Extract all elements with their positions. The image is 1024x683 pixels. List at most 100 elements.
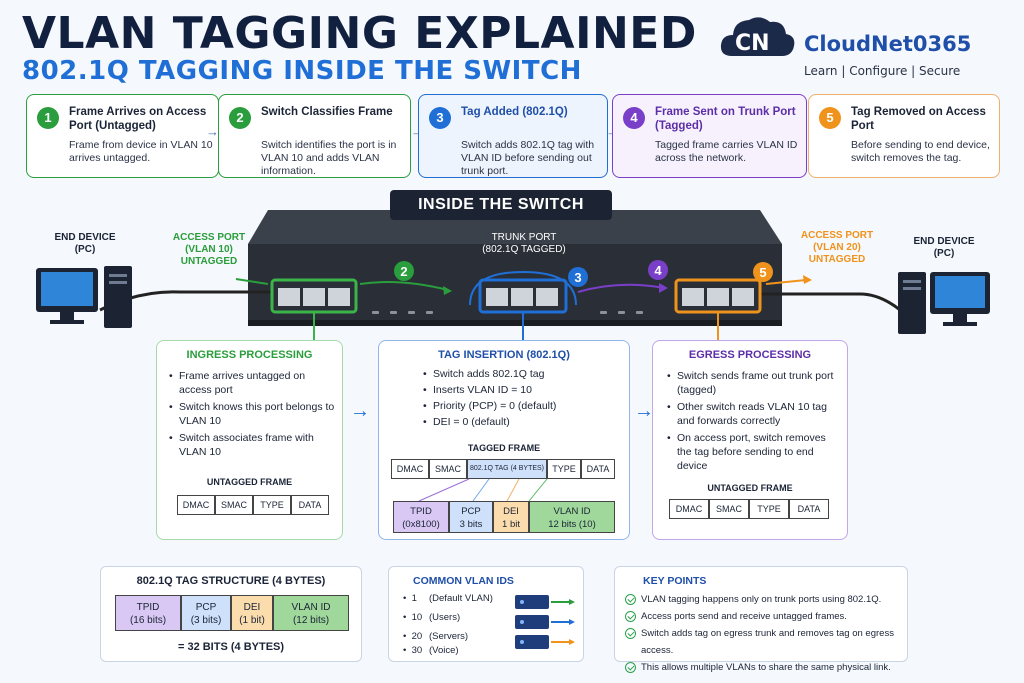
field-value: (1 bit) [239, 615, 265, 626]
step-card-5: 5 Tag Removed on Access Port Before send… [808, 94, 1000, 178]
field-value: (0x8100) [402, 519, 440, 530]
field-value: (16 bits) [129, 615, 167, 626]
svg-text:3: 3 [574, 270, 581, 285]
field-name: VLAN ID [291, 602, 331, 613]
list-item: Switch adds 802.1Q tag [423, 367, 623, 381]
frame-field: TYPE [253, 495, 291, 515]
step-number: 5 [819, 107, 841, 129]
page-title: VLAN TAGGING EXPLAINED [22, 8, 697, 59]
server-stack-icon [515, 595, 575, 649]
pcp-field: PCP (3 bits) [181, 595, 231, 631]
arrow-right-icon: → [206, 124, 219, 139]
step-number: 2 [229, 107, 251, 129]
tag-structure-title: 802.1Q TAG STRUCTURE (4 BYTES) [136, 575, 326, 587]
svg-text:5: 5 [759, 265, 766, 280]
field-value: 12 bits (10) [548, 519, 596, 530]
frame-field: DMAC [177, 495, 215, 515]
step-marker-5 [753, 262, 773, 282]
list-item: • 10 [403, 612, 423, 623]
check-circle-icon [625, 594, 636, 605]
key-points-title: KEY POINTS [643, 575, 707, 587]
tag-structure-panel: 802.1Q TAG STRUCTURE (4 BYTES) TPID (16 … [100, 566, 362, 662]
field-name: TPID [410, 506, 432, 517]
check-circle-icon [625, 611, 636, 622]
vlan-desc: (Default VLAN) [429, 593, 493, 604]
step-card-3: 3 Tag Added (802.1Q) Switch adds 802.1Q … [418, 94, 608, 178]
page-subtitle: 802.1Q TAGGING INSIDE THE SWITCH [22, 56, 582, 86]
step-description: Before sending to end device, switch rem… [851, 139, 990, 164]
frame-title: TAGGED FRAME [467, 443, 541, 453]
field-value: 3 bits [459, 519, 483, 530]
untagged-frame: DMAC SMAC TYPE DATA [669, 499, 829, 519]
list-item: Access ports send and receive untagged f… [625, 608, 907, 625]
check-circle-icon [625, 628, 636, 639]
step-description: Tagged frame carries VLAN ID across the … [655, 139, 798, 164]
list-item: On access port, switch removes the tag b… [667, 431, 841, 473]
list-item: Switch sends frame out trunk port (tagge… [667, 369, 841, 397]
list-item: VLAN tagging happens only on trunk ports… [625, 591, 907, 608]
frame-field: TYPE [749, 499, 789, 519]
frame-title: UNTAGGED FRAME [707, 483, 793, 493]
step-title: Switch Classifies Frame [261, 106, 393, 118]
ingress-panel: INGRESS PROCESSING Frame arrives untagge… [156, 340, 343, 540]
tag-expansion-lines [418, 478, 548, 502]
list-item: • 20 [403, 631, 423, 642]
insertion-title: TAG INSERTION (802.1Q) [438, 349, 570, 361]
step-title: Tag Removed on Access Port [851, 106, 986, 132]
cloud-logo-icon: CN [720, 17, 795, 56]
list-item: • 1 [403, 593, 417, 604]
list-item: Switch knows this port belongs to VLAN 1… [169, 400, 337, 428]
tag-structure-total: = 32 BITS (4 BYTES) [177, 641, 285, 653]
vlan-desc: (Voice) [429, 645, 459, 656]
vlan-ids-title: COMMON VLAN IDS [413, 575, 514, 587]
frame-title: UNTAGGED FRAME [206, 477, 293, 487]
access-port-left-label: ACCESS PORT (VLAN 10) UNTAGGED [172, 232, 246, 267]
dei-field: DEI (1 bit) [231, 595, 273, 631]
end-device-right-label: END DEVICE (PC) [913, 236, 975, 259]
list-item: Inserts VLAN ID = 10 [423, 383, 623, 397]
list-item: Other switch reads VLAN 10 tag and forwa… [667, 400, 841, 428]
step-title: Tag Added (802.1Q) [461, 106, 568, 118]
access-port-right-label: ACCESS PORT (VLAN 20) UNTAGGED [800, 230, 874, 265]
ingress-list: Frame arrives untagged on access port Sw… [169, 369, 337, 462]
list-item: Switch adds tag on egress trunk and remo… [625, 625, 907, 659]
field-name: DEI [503, 506, 519, 517]
tagged-frame: DMAC SMAC 802.1Q TAG (4 BYTES) TYPE DATA [391, 459, 615, 479]
egress-panel: EGRESS PROCESSING Switch sends frame out… [652, 340, 848, 540]
list-item: • 30 [403, 645, 423, 656]
switch-top-face [248, 210, 782, 244]
frame-field: SMAC [215, 495, 253, 515]
dei-field: DEI 1 bit [493, 501, 529, 533]
field-value: 1 bit [502, 519, 520, 530]
vlan-id-field: VLAN ID (12 bits) [273, 595, 349, 631]
key-points-panel: KEY POINTS VLAN tagging happens only on … [614, 566, 908, 673]
pcp-field: PCP 3 bits [449, 501, 493, 533]
step-marker-2 [394, 261, 414, 281]
frame-field: TYPE [547, 459, 581, 479]
step-marker-3 [568, 267, 588, 287]
key-points-list: VLAN tagging happens only on trunk ports… [625, 591, 907, 676]
trunk-port-label: TRUNK PORT (802.1Q TAGGED) [482, 232, 566, 255]
field-name: PCP [461, 506, 481, 517]
frame-field: DATA [789, 499, 829, 519]
frame-tag-field: 802.1Q TAG (4 BYTES) [467, 459, 547, 479]
brand: CN CloudNet0365 Learn | Configure | Secu… [718, 12, 1008, 84]
svg-text:4: 4 [654, 263, 662, 278]
end-device-left-label: END DEVICE (PC) [54, 232, 116, 255]
vlan-id-field: VLAN ID 12 bits (10) [529, 501, 615, 533]
frame-field: DATA [291, 495, 329, 515]
arrow-right-icon: → [350, 400, 370, 422]
field-name: VLAN ID [553, 506, 591, 517]
vlan-ids-panel: COMMON VLAN IDS • 1 (Default VLAN) • 10 … [388, 566, 584, 662]
frame-field: DMAC [669, 499, 709, 519]
tag-insertion-panel: TAG INSERTION (802.1Q) Switch adds 802.1… [378, 340, 630, 540]
frame-field: SMAC [709, 499, 749, 519]
switch-diagram: 2 3 4 5 [36, 210, 990, 340]
list-item: Frame arrives untagged on access port [169, 369, 337, 397]
pc-left-icon [36, 266, 132, 328]
vlan-desc: (Servers) [429, 631, 469, 642]
egress-title: EGRESS PROCESSING [688, 349, 812, 361]
arrow-right-icon: → [634, 400, 654, 422]
step-card-4: 4 Frame Sent on Trunk Port (Tagged) Tagg… [612, 94, 807, 178]
field-value: (3 bits) [190, 615, 222, 626]
